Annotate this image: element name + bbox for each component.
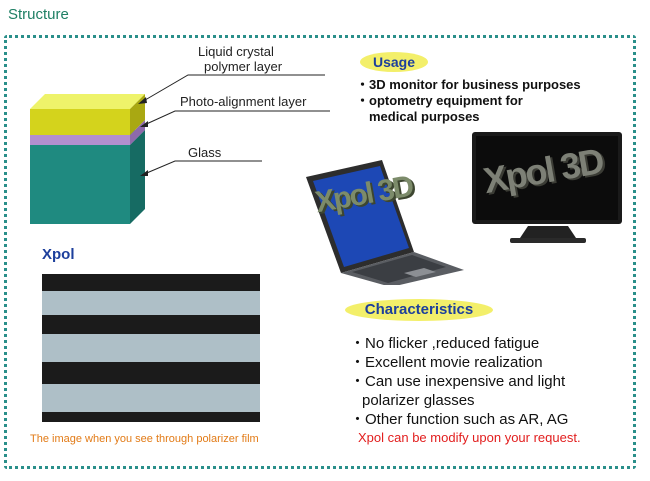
photo-leader-line xyxy=(141,110,330,127)
glass-arrow-head xyxy=(140,170,148,176)
lc-layer-side xyxy=(130,94,145,135)
stripe-dark xyxy=(42,315,260,334)
characteristic-item-2: ・Excellent movie realization xyxy=(350,354,543,371)
lc-layer-top xyxy=(30,94,145,109)
stripe-dark xyxy=(42,274,260,291)
polarizer-sample-image xyxy=(42,274,260,422)
characteristic-item-1: ・No flicker ,reduced fatigue xyxy=(350,335,540,352)
laptop-illustration xyxy=(306,160,464,285)
usage-badge: Usage xyxy=(360,52,428,72)
lc-arrow-head xyxy=(138,97,147,104)
glass-layer-front xyxy=(30,145,130,224)
usage-item-2: ・optometry equipment for xyxy=(356,93,523,108)
stripe-light xyxy=(42,291,260,315)
section-title: Structure xyxy=(8,6,69,23)
stripe-light xyxy=(42,384,260,412)
stripe-dark xyxy=(42,362,260,384)
photo-layer-label: Photo-alignment layer xyxy=(180,94,307,109)
content-panel xyxy=(4,35,636,469)
request-note: Xpol can be modify upon your request. xyxy=(358,430,581,445)
glass-layer-label: Glass xyxy=(188,145,222,160)
characteristic-item-4: polarizer glasses xyxy=(362,392,475,409)
lc-layer-front xyxy=(30,109,130,135)
characteristic-item-3: ・Can use inexpensive and light xyxy=(350,373,566,390)
characteristic-item-5: ・Other function such as AR, AG xyxy=(350,411,569,428)
characteristics-badge: Characteristics xyxy=(345,299,493,321)
monitor-illustration xyxy=(472,132,622,243)
usage-item-3: medical purposes xyxy=(369,109,480,124)
photo-arrow-head xyxy=(140,121,148,127)
glass-leader-line xyxy=(141,160,262,176)
photo-alignment-layer-front xyxy=(30,135,130,145)
image-caption: The image when you see through polarizer… xyxy=(30,433,259,445)
lc-leader-line xyxy=(139,74,325,104)
usage-item-1: ・3D monitor for business purposes xyxy=(356,77,581,92)
glass-layer-side xyxy=(130,130,145,224)
lc-layer-label-2: polymer layer xyxy=(204,59,283,74)
stripe-light xyxy=(42,334,260,362)
xpol-title: Xpol xyxy=(42,246,75,263)
stripe-dark xyxy=(42,412,260,422)
lc-layer-label: Liquid crystal xyxy=(198,44,274,59)
